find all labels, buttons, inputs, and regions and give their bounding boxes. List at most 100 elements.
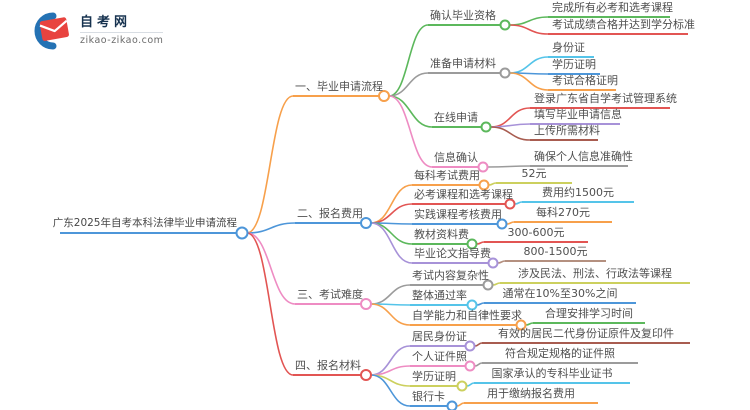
subtopic[interactable]: 学历证明 — [412, 370, 456, 383]
subtopic[interactable]: 整体通过率 — [412, 289, 467, 302]
subtopic[interactable]: 银行卡 — [412, 390, 445, 403]
collapse-handle[interactable] — [487, 257, 499, 269]
edge-curve — [370, 374, 411, 407]
site-logo[interactable]: 自考网 zikao-zikao.com — [28, 10, 164, 50]
leaf-topic[interactable]: 52元 — [521, 167, 547, 180]
edge-curve — [388, 72, 429, 97]
edge-curve — [487, 165, 531, 168]
leaf-topic[interactable]: 考试成绩合格并达到学分标准 — [552, 18, 695, 31]
subtopic[interactable]: 准备申请材料 — [430, 57, 496, 70]
collapse-handle[interactable] — [360, 369, 372, 381]
collapse-handle[interactable] — [235, 226, 249, 240]
branch-topic[interactable]: 三、考试难度 — [297, 288, 363, 301]
leaf-topic[interactable]: 上传所需材料 — [534, 124, 600, 137]
edge-curve — [509, 72, 549, 91]
leaf-topic[interactable]: 涉及民法、刑法、行政法等课程 — [518, 267, 672, 280]
subtopic[interactable]: 毕业论文指导费 — [414, 247, 491, 260]
leaf-topic[interactable]: 确保个人信息准确性 — [534, 150, 633, 163]
subtopic[interactable]: 教材资料费 — [414, 228, 469, 241]
collapse-handle[interactable] — [466, 299, 478, 311]
collapse-handle[interactable] — [477, 161, 489, 173]
collapse-handle[interactable] — [496, 218, 508, 230]
collapse-handle[interactable] — [378, 90, 390, 102]
subtopic[interactable]: 实践课程考核费用 — [414, 208, 502, 221]
leaf-topic[interactable]: 完成所有必考和选考课程 — [552, 1, 673, 14]
edge-curve — [509, 56, 549, 74]
collapse-handle[interactable] — [360, 298, 372, 310]
edge-curve — [509, 24, 549, 35]
subtopic[interactable]: 每科考试费用 — [414, 169, 480, 182]
collapse-handle[interactable] — [515, 319, 527, 331]
edge-curve — [388, 95, 433, 128]
branch-topic[interactable]: 一、毕业申请流程 — [295, 80, 383, 93]
leaf-topic[interactable]: 合理安排学习时间 — [545, 307, 633, 320]
subtopic[interactable]: 考试内容复杂性 — [412, 269, 489, 282]
logo-domain: zikao-zikao.com — [80, 31, 164, 46]
edge-curve — [456, 402, 465, 407]
leaf-topic[interactable]: 符合规定规格的证件照 — [505, 347, 615, 360]
edge-curve — [370, 303, 411, 326]
collapse-handle[interactable] — [446, 400, 458, 410]
leaf-topic[interactable]: 用于缴纳报名费用 — [487, 387, 575, 400]
subtopic[interactable]: 个人证件照 — [412, 350, 467, 363]
subtopic[interactable]: 居民身份证 — [412, 330, 467, 343]
edge-curve — [490, 123, 531, 128]
subtopic[interactable]: 信息确认 — [434, 151, 478, 164]
collapse-handle[interactable] — [478, 179, 490, 191]
branch-topic[interactable]: 四、报名材料 — [295, 359, 361, 372]
edge-curve — [388, 95, 433, 168]
leaf-topic[interactable]: 考试合格证明 — [552, 74, 618, 87]
leaf-topic[interactable]: 通常在10%至30%之间 — [502, 287, 618, 300]
leaf-topic[interactable]: 身份证 — [552, 41, 585, 54]
collapse-handle[interactable] — [464, 340, 476, 352]
logo-graduation-cap-icon — [34, 12, 69, 50]
edge-curve — [246, 232, 296, 305]
leaf-topic[interactable]: 300-600元 — [507, 226, 565, 239]
edge-curve — [466, 382, 475, 387]
root-topic[interactable]: 广东2025年自考本科法律毕业申请流程 — [52, 217, 237, 229]
collapse-handle[interactable] — [466, 238, 478, 250]
edge-curve — [246, 95, 294, 234]
collapse-handle[interactable] — [504, 198, 516, 210]
leaf-topic[interactable]: 填写毕业申请信息 — [534, 108, 622, 121]
edge-curve — [474, 342, 483, 347]
edge-curve — [488, 182, 497, 186]
collapse-handle[interactable] — [499, 67, 511, 79]
subtopic[interactable]: 必考课程和选考课程 — [414, 188, 513, 201]
collapse-handle[interactable] — [480, 121, 492, 133]
branch-topic[interactable]: 二、报名费用 — [297, 207, 363, 220]
subtopic[interactable]: 确认毕业资格 — [430, 9, 496, 22]
logo-text: 自考网 zikao-zikao.com — [80, 14, 164, 46]
edge-curve — [476, 241, 485, 245]
collapse-handle[interactable] — [456, 380, 468, 392]
leaf-topic[interactable]: 800-1500元 — [523, 245, 588, 258]
edge-curve — [490, 126, 531, 141]
edge-curve — [370, 203, 413, 224]
leaf-topic[interactable]: 费用约1500元 — [542, 186, 614, 199]
edge-curve — [497, 260, 506, 264]
collapse-handle[interactable] — [464, 360, 476, 372]
collapse-handle[interactable] — [360, 217, 372, 229]
edge-curve — [474, 362, 483, 367]
leaf-topic[interactable]: 学历证明 — [552, 58, 596, 71]
subtopic[interactable]: 自学能力和自律性要求 — [412, 309, 522, 322]
collapse-handle[interactable] — [482, 279, 494, 291]
leaf-topic[interactable]: 国家承认的专科毕业证书 — [491, 367, 613, 380]
edge-curve — [525, 322, 534, 326]
edge-curve — [506, 221, 515, 225]
leaf-topic[interactable]: 登录广东省自学考试管理系统 — [534, 92, 677, 105]
edge-curve — [370, 222, 413, 264]
leaf-topic[interactable]: 有效的居民二代身份证原件及复印件 — [498, 327, 674, 340]
edge-curve — [388, 24, 429, 97]
edge-curve — [509, 16, 549, 26]
subtopic[interactable]: 在线申请 — [434, 111, 478, 124]
collapse-handle[interactable] — [499, 19, 511, 31]
logo-title: 自考网 — [80, 14, 132, 30]
edge-curve — [246, 222, 296, 234]
edge-curve — [370, 284, 411, 305]
edge-curve — [492, 282, 501, 286]
edge-curve — [514, 201, 523, 205]
leaf-topic[interactable]: 每科270元 — [536, 206, 590, 219]
